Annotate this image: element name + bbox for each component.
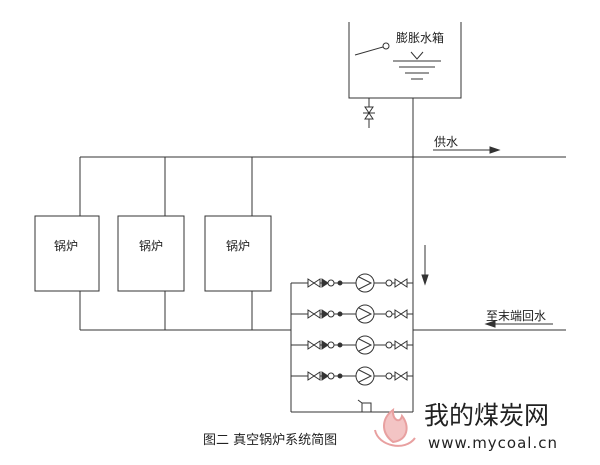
return-label: 至末端回水 (486, 309, 546, 323)
supply-arrow-icon (433, 146, 501, 154)
boiler-3-label: 锅炉 (226, 238, 250, 253)
pump-icon (355, 304, 375, 324)
watermark-brand: 我的煤炭网 (424, 401, 549, 430)
flex-joint-icon (327, 279, 335, 287)
check-valve-icon (321, 371, 329, 381)
supply-label: 供水 (434, 135, 458, 149)
gauge-point-icon (337, 280, 343, 286)
pump-icon (355, 366, 375, 386)
pump-arrow-icon (358, 369, 373, 383)
tank-drain-valve-icon (363, 98, 375, 128)
flex-joint-icon (327, 341, 335, 349)
gate-valve-icon (313, 278, 321, 288)
gate-valve-icon (400, 371, 408, 381)
pump-arrow-icon (358, 338, 373, 352)
figure-caption: 图二 真空锅炉系统简图 (203, 432, 337, 448)
pump-arrow-icon (358, 276, 373, 290)
pump-icon (355, 273, 375, 293)
pump-icon (355, 335, 375, 355)
gate-valve-icon (394, 340, 402, 350)
check-valve-icon (321, 309, 329, 319)
gate-valve-icon (307, 371, 315, 381)
expansion-tank-label: 膨胀水箱 (396, 30, 444, 45)
boiler-2 (117, 215, 185, 292)
pump-arrow-icon (358, 307, 373, 321)
gate-valve-icon (400, 340, 408, 350)
gauge-point-icon (337, 311, 343, 317)
gate-valve-icon (313, 371, 321, 381)
boiler-1 (34, 215, 100, 292)
pump-bank (291, 273, 413, 386)
gate-valve-icon (400, 278, 408, 288)
flex-joint-icon (327, 372, 335, 380)
check-valve-icon (321, 340, 329, 350)
watermark-url: www.mycoal.cn (428, 434, 558, 452)
gauge-point-icon (337, 342, 343, 348)
flex-joint-icon (385, 372, 393, 380)
gate-valve-icon (313, 309, 321, 319)
boiler-1-label: 锅炉 (54, 238, 78, 253)
gate-valve-icon (394, 278, 402, 288)
gate-valve-icon (307, 309, 315, 319)
gate-valve-icon (394, 309, 402, 319)
flame-logo-icon (374, 407, 416, 447)
flex-joint-icon (385, 310, 393, 318)
gate-valve-icon (313, 340, 321, 350)
gate-valve-icon (307, 278, 315, 288)
return-arrow-icon (484, 320, 553, 328)
boiler-3 (204, 215, 272, 292)
bypass-check-valve-icon (357, 399, 372, 413)
flex-joint-icon (385, 341, 393, 349)
watermark: 我的煤炭网 www.mycoal.cn (374, 401, 558, 452)
expansion-tank (348, 22, 462, 99)
gauge-point-icon (337, 373, 343, 379)
flex-joint-icon (327, 310, 335, 318)
boiler-2-label: 锅炉 (139, 238, 163, 253)
flex-joint-icon (385, 279, 393, 287)
gate-valve-icon (400, 309, 408, 319)
gate-valve-icon (307, 340, 315, 350)
check-valve-icon (321, 278, 329, 288)
gate-valve-icon (394, 371, 402, 381)
downflow-arrow-icon (421, 245, 429, 286)
